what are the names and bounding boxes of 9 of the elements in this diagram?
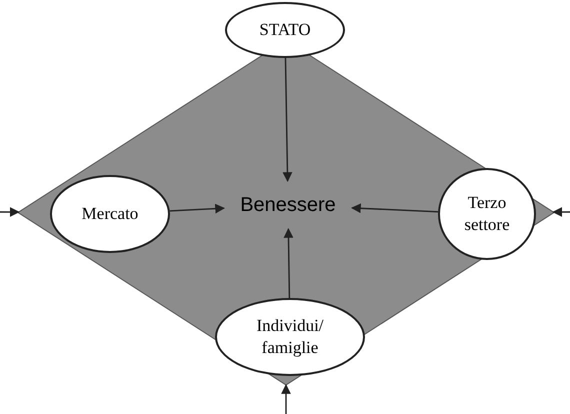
- ellipse-node: STATO: [225, 2, 345, 58]
- arrow: [282, 58, 292, 182]
- arrow: [281, 384, 291, 414]
- text-label: Benessere: [228, 185, 348, 225]
- arrow: [0, 207, 20, 217]
- arrow: [552, 207, 570, 217]
- arrow: [351, 203, 438, 214]
- arrow: [170, 204, 225, 214]
- arrow: [284, 228, 294, 298]
